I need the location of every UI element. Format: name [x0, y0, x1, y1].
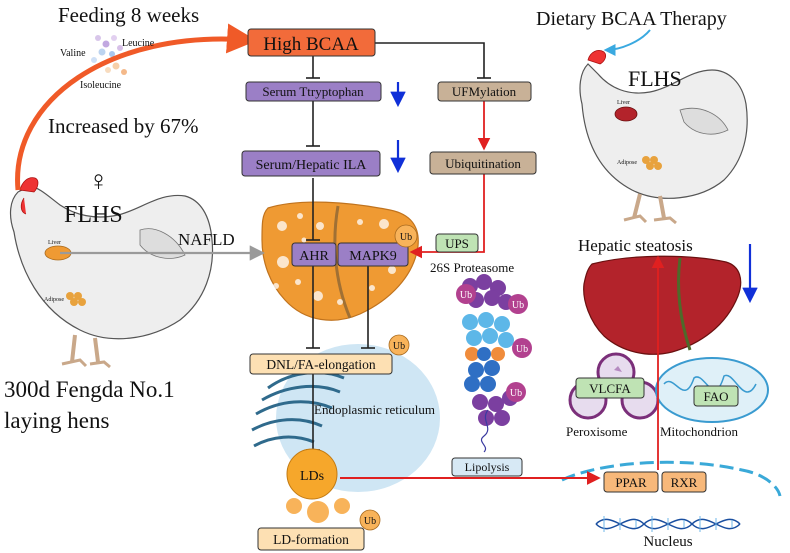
ub-label-prot-1: Ub	[460, 290, 472, 301]
mitochondrion-label: Mitochondrion	[660, 424, 738, 439]
left-hen-adipose-icon	[66, 292, 86, 306]
nafld-label: NAFLD	[178, 230, 235, 249]
hens-label-line1: 300d Fengda No.1	[4, 377, 175, 402]
serum-trp-label: Serum Ttryptophan	[262, 84, 364, 99]
ppar-box	[603, 471, 659, 493]
left-liver-tag: Liver	[48, 240, 61, 246]
ub-label-dnl: Ub	[393, 341, 405, 352]
high-bcaa-label: High BCAA	[263, 34, 359, 55]
ld-formation-label: LD-formation	[273, 532, 349, 547]
ubiq-label: Ubiquitination	[445, 156, 521, 171]
proteasome-label: 26S Proteasome	[430, 260, 514, 275]
female-symbol: ♀	[88, 166, 109, 197]
hens-label-line2: laying hens	[4, 408, 109, 433]
ahr-box	[291, 242, 337, 267]
dnl-label: DNL/FA-elongation	[266, 357, 375, 372]
ila-label: Serum/Hepatic ILA	[256, 158, 368, 173]
lds-label: LDs	[300, 469, 324, 484]
er-label: Endoplasmic reticulum	[314, 402, 435, 417]
mapk9-box	[337, 242, 409, 267]
inhibit-connectors	[306, 42, 491, 451]
ub-label-ld: Ub	[364, 516, 376, 527]
left-flhs-label: FLHS	[64, 202, 123, 228]
ups-label: UPS	[445, 236, 469, 251]
steatosis-label: Hepatic steatosis	[578, 236, 693, 255]
vlcfa-box	[575, 377, 645, 399]
fao-box	[693, 385, 739, 407]
nucleus	[561, 460, 782, 532]
rxr-box	[661, 471, 707, 493]
ub-label-prot-4: Ub	[510, 388, 522, 399]
mapk9-label: MAPK9	[349, 249, 396, 264]
lipid-droplets	[286, 448, 350, 523]
ahr-label: AHR	[299, 249, 329, 264]
nucleus-label: Nucleus	[643, 534, 692, 550]
increase-label: Increased by 67%	[48, 114, 198, 138]
ub-label-liver: Ub	[400, 232, 412, 243]
feeding-curve-arrow	[15, 23, 257, 191]
ub-badge-dnl	[388, 334, 410, 356]
ub-label-prot-3: Ub	[516, 344, 528, 355]
ubiq-to-mapk9-arrow	[409, 174, 485, 259]
right-flhs-label: FLHS	[628, 66, 682, 91]
therapy-arrow	[603, 29, 651, 56]
peroxisome-label: Peroxisome	[566, 424, 628, 439]
left-adipose-tag: Adipose	[44, 297, 64, 303]
ub-label-prot-2: Ub	[512, 300, 524, 311]
rxr-label: RXR	[671, 475, 698, 490]
ld-formation-box	[257, 527, 365, 551]
therapy-label: Dietary BCAA Therapy	[536, 8, 727, 30]
feeding-label: Feeding 8 weeks	[58, 3, 199, 27]
fao-label: FAO	[703, 389, 728, 404]
right-hen-liver-icon	[614, 106, 638, 122]
right-liver-tag: Liver	[617, 100, 630, 106]
ubiq-box	[429, 151, 537, 175]
left-hen	[9, 177, 214, 369]
proteasome-26s	[456, 274, 532, 453]
high-bcaa-box	[247, 28, 376, 57]
ub-badge-ld	[359, 509, 381, 531]
serum-trp-box	[245, 81, 382, 102]
right-adipose-tag: Adipose	[617, 160, 637, 166]
ups-box	[435, 233, 479, 253]
vlcfa-label: VLCFA	[589, 381, 631, 396]
ufm-label: UFMylation	[452, 84, 517, 99]
lipolysis-box	[451, 457, 523, 477]
ub-badge-liver	[394, 224, 418, 248]
isoleucine-label: Isoleucine	[80, 80, 122, 91]
red-liver	[583, 255, 742, 355]
leucine-label: Leucine	[122, 38, 155, 49]
right-hen-adipose-icon	[642, 156, 662, 170]
valine-label: Valine	[60, 48, 86, 59]
bcaa-dots-icon	[91, 35, 127, 75]
ufm-box	[437, 81, 532, 102]
ila-box	[241, 150, 381, 177]
ppar-label: PPAR	[615, 475, 647, 490]
lipolysis-label: Lipolysis	[465, 460, 510, 474]
right-hen	[579, 50, 748, 225]
dnl-box	[249, 353, 393, 375]
